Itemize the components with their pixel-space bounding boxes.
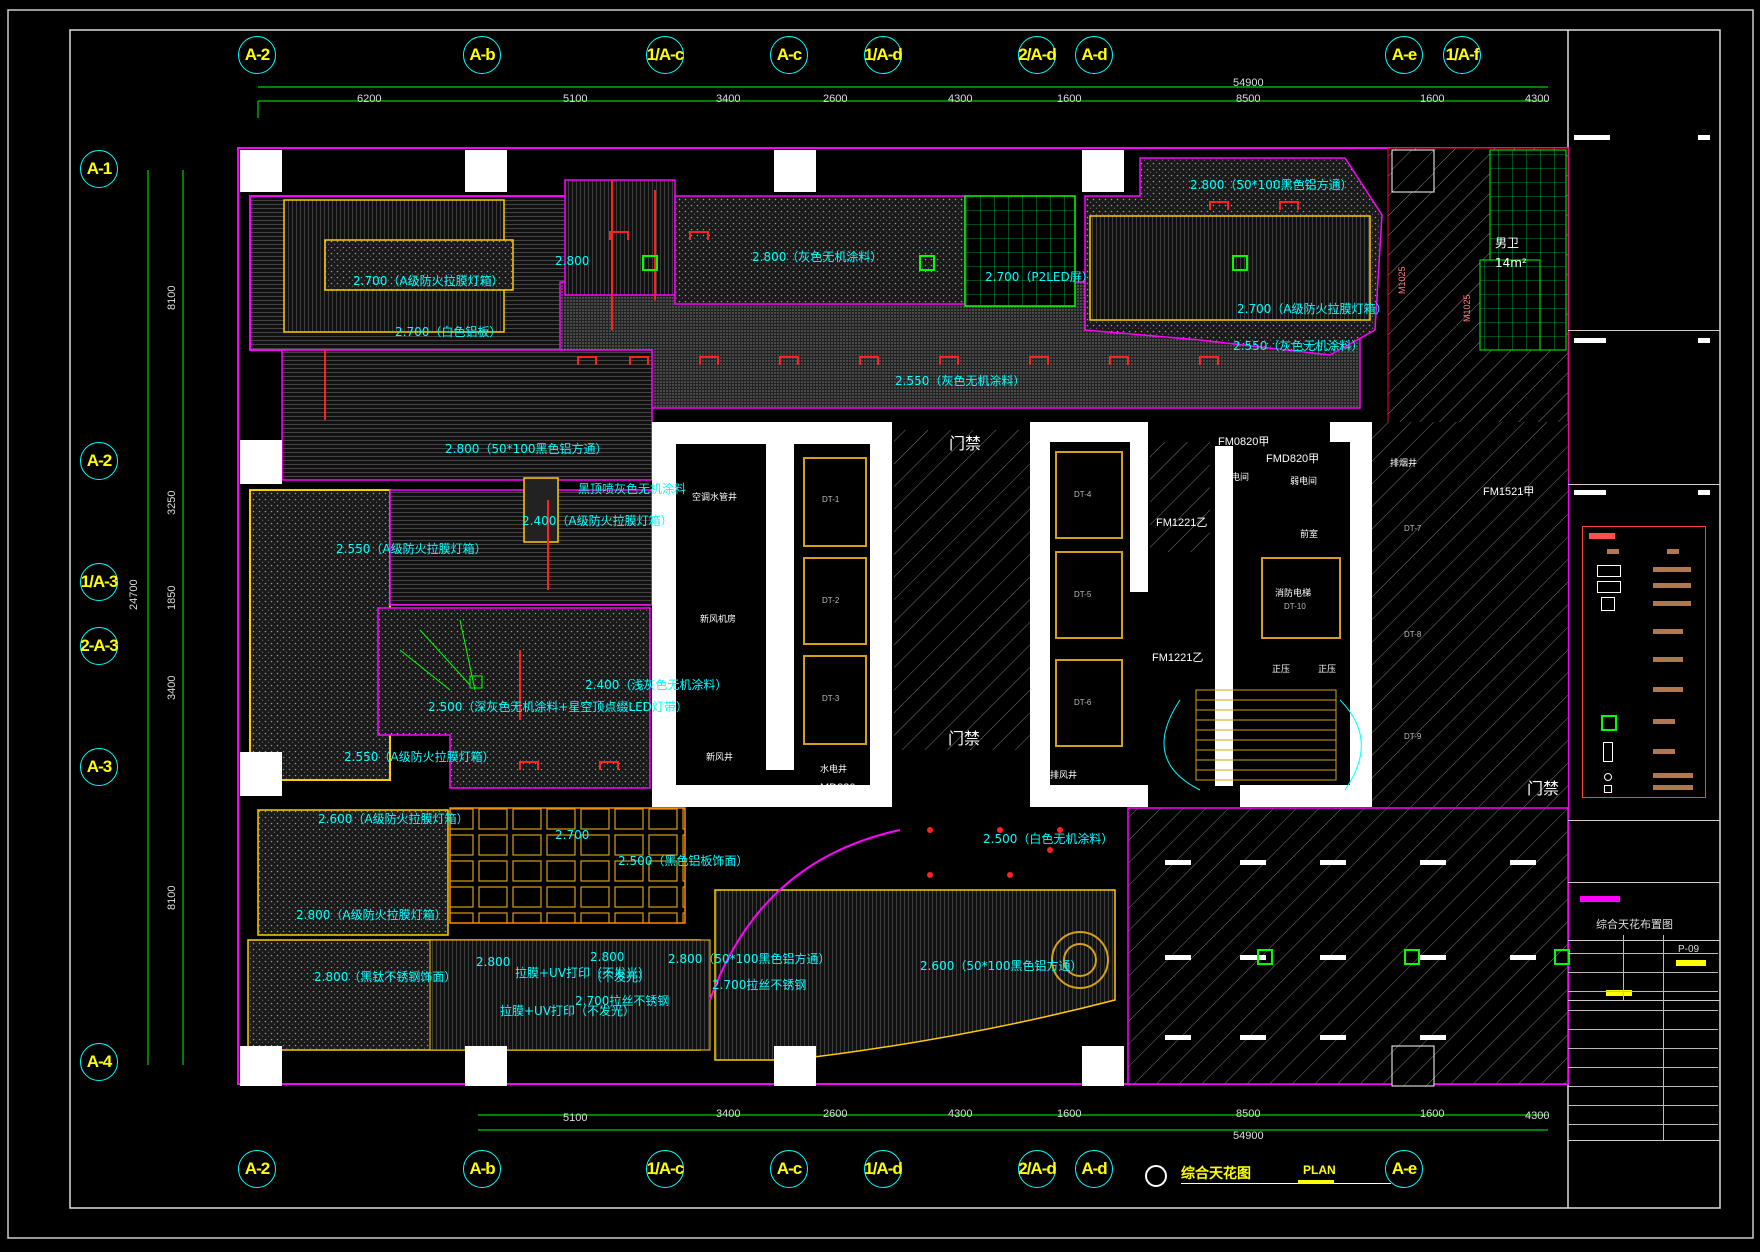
structural-columns <box>240 150 1434 1086</box>
hatched-columns <box>1391 149 1435 1087</box>
spotlight-beams <box>399 619 483 691</box>
sheet-frame-outer <box>7 9 1754 1239</box>
air-diffusers <box>642 255 1570 965</box>
sheet-frame-inner <box>69 29 1721 1209</box>
building-plan <box>237 147 1570 1087</box>
dimension-lines <box>147 86 1548 1131</box>
downlights <box>927 827 1063 878</box>
ceiling-fixtures <box>324 180 1299 770</box>
linear-lights <box>1165 860 1536 1040</box>
core-walls <box>652 422 1372 807</box>
stair <box>1163 689 1362 791</box>
